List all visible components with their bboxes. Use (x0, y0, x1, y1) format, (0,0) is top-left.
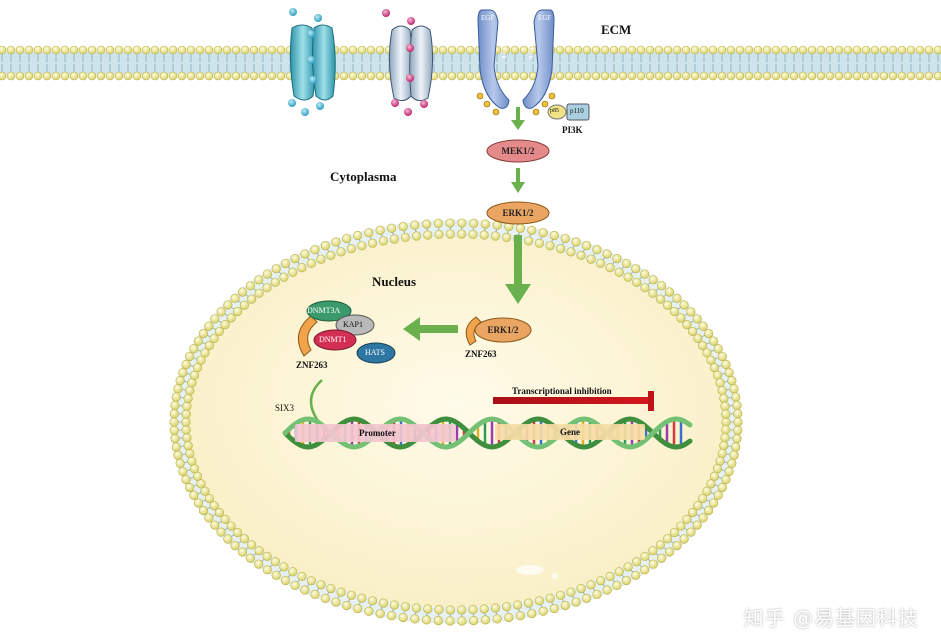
ecm-label: ECM (601, 22, 632, 37)
promoter-label: Promoter (359, 428, 396, 438)
plasma-membrane (0, 45, 941, 81)
p85-subunit (547, 104, 567, 120)
repressor-complex (297, 300, 396, 364)
hats-label: HATS (365, 348, 386, 357)
dnmt3a-label: DNMT3A (307, 306, 341, 315)
cytoplasma-label: Cytoplasma (330, 169, 397, 184)
mek-node (486, 139, 550, 163)
gene-label: Gene (560, 427, 580, 437)
nucleus-label: Nucleus (372, 274, 417, 289)
egfr-right-label: EGFR (527, 44, 533, 60)
dnmt1-label: DNMT1 (319, 335, 347, 344)
inhibition-symbol (493, 391, 654, 411)
dnmt3a-node (306, 300, 352, 322)
kap1-node (335, 314, 375, 336)
znf263-crescent (297, 315, 318, 357)
egf-left-label: EGF (481, 14, 495, 22)
mek-label: MEK1/2 (501, 146, 535, 156)
egf-right-label: EGF (538, 14, 552, 22)
p110-label: p110 (570, 107, 584, 115)
gene-region (495, 424, 645, 440)
arrow-erk-to-complex (403, 317, 458, 341)
egfr-left-label: EGFR (500, 44, 506, 60)
pi3k-label: PI3K (562, 125, 583, 135)
erk-nucleus-label: ERK1/2 (487, 325, 519, 335)
erk-top-label: ERK1/2 (502, 208, 534, 218)
znf263-right-label: ZNF263 (465, 349, 497, 359)
erk-node-cytoplasm (486, 201, 550, 225)
egfr-receptor-pair (476, 9, 590, 121)
watermark: 知乎 @易基因科技 (743, 606, 919, 630)
erk-znf263-complex (465, 316, 532, 346)
arrow-receptor-to-mek (511, 107, 525, 130)
kap1-label: KAP1 (343, 320, 364, 329)
ion-channel-blue (288, 8, 336, 116)
six3-label: SIX3 (275, 403, 295, 413)
arrow-mek-to-erk (511, 168, 525, 193)
inhibition-label: Transcriptional inhibition (512, 386, 612, 396)
dnmt1-node (313, 329, 357, 351)
hats-node (356, 342, 396, 364)
promoter-region (295, 424, 455, 442)
signal-arrows (403, 107, 531, 341)
p110-subunit (566, 103, 590, 121)
arrow-erk-to-nucleus (505, 235, 531, 304)
ion-channel-grey (382, 9, 434, 116)
dna-helix (282, 416, 693, 450)
p85-label: p85 (550, 108, 559, 114)
znf263-left-label: ZNF263 (296, 360, 328, 370)
